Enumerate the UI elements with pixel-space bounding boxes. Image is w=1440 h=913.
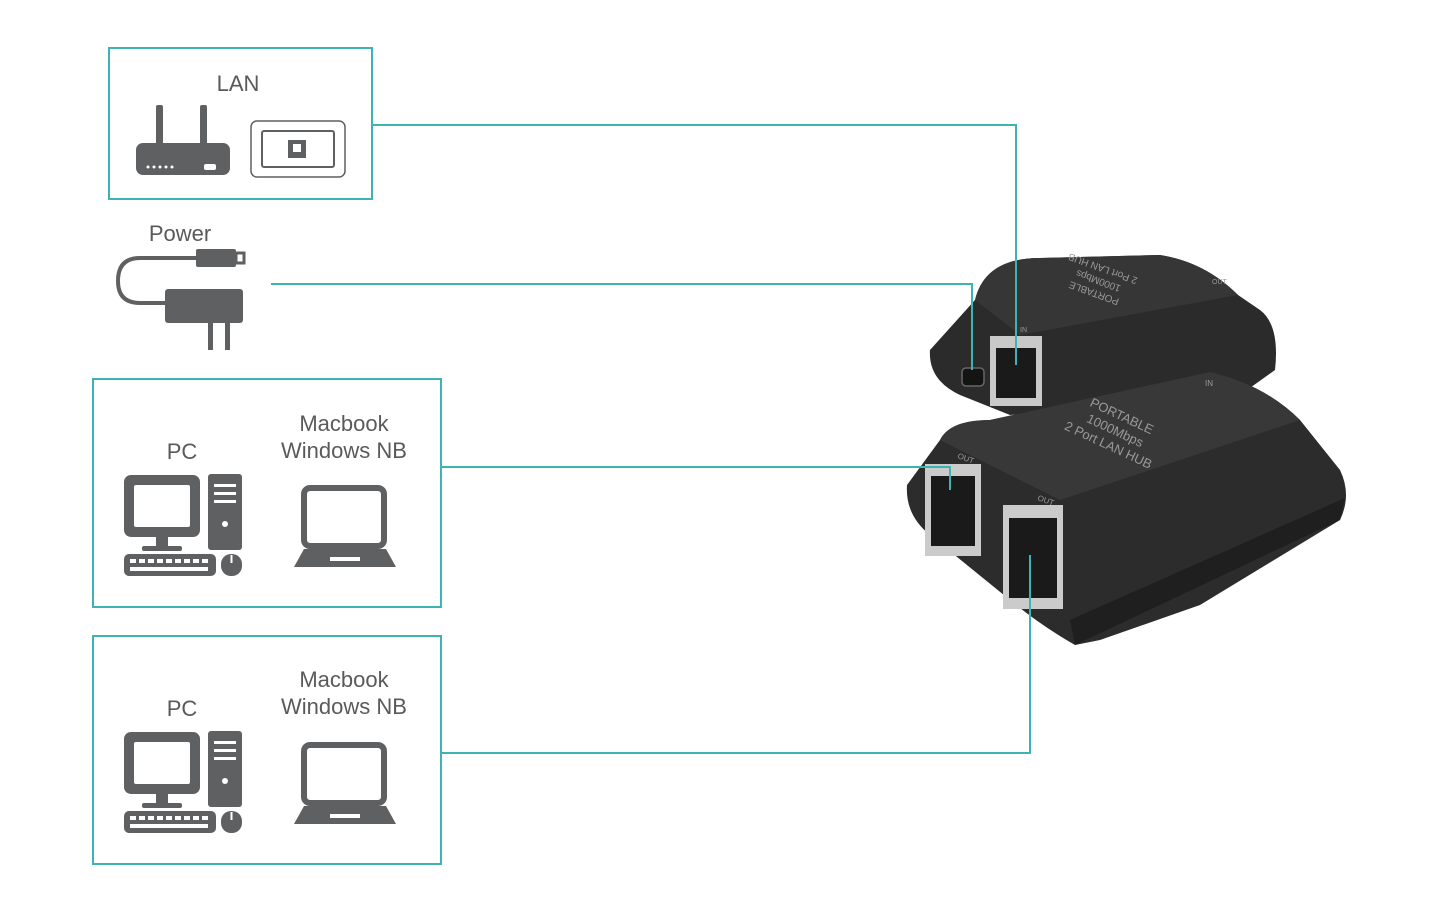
power-label: Power (148, 221, 212, 246)
laptop-label-1a: Macbook (299, 411, 389, 436)
top-port-out-label: OUT (1212, 279, 1228, 286)
laptop-icon-1 (294, 485, 396, 567)
laptop-label-1b: Windows NB (281, 438, 407, 463)
wall-socket-icon (250, 120, 346, 178)
pc-icon-2 (124, 731, 242, 833)
laptop-label-2a: Macbook (299, 667, 389, 692)
connector-clients-2 (442, 555, 1031, 754)
front-port-in-label: IN (1205, 379, 1213, 388)
laptop-icon-2 (294, 742, 396, 824)
laptop-label-2b: Windows NB (281, 694, 407, 719)
connector-lan (373, 124, 1017, 365)
router-icon (136, 105, 230, 175)
client-box-2 (92, 635, 442, 865)
hub-device-front: PORTABLE 1000Mbps 2 Port LAN HUB IN OUT … (906, 372, 1346, 645)
connector-clients-1 (442, 466, 951, 490)
top-port-in-label: IN (1020, 327, 1027, 334)
usb-power-cable-icon (115, 249, 246, 350)
pc-icon-1 (124, 474, 242, 576)
lan-box (108, 47, 373, 200)
lan-label: LAN (216, 71, 260, 96)
connector-power (271, 283, 973, 370)
pc-label-1: PC (166, 439, 198, 464)
connector-lines (271, 124, 1031, 754)
client-box-1 (92, 378, 442, 608)
usb-c-port (961, 367, 985, 387)
pc-label-2: PC (166, 696, 198, 721)
